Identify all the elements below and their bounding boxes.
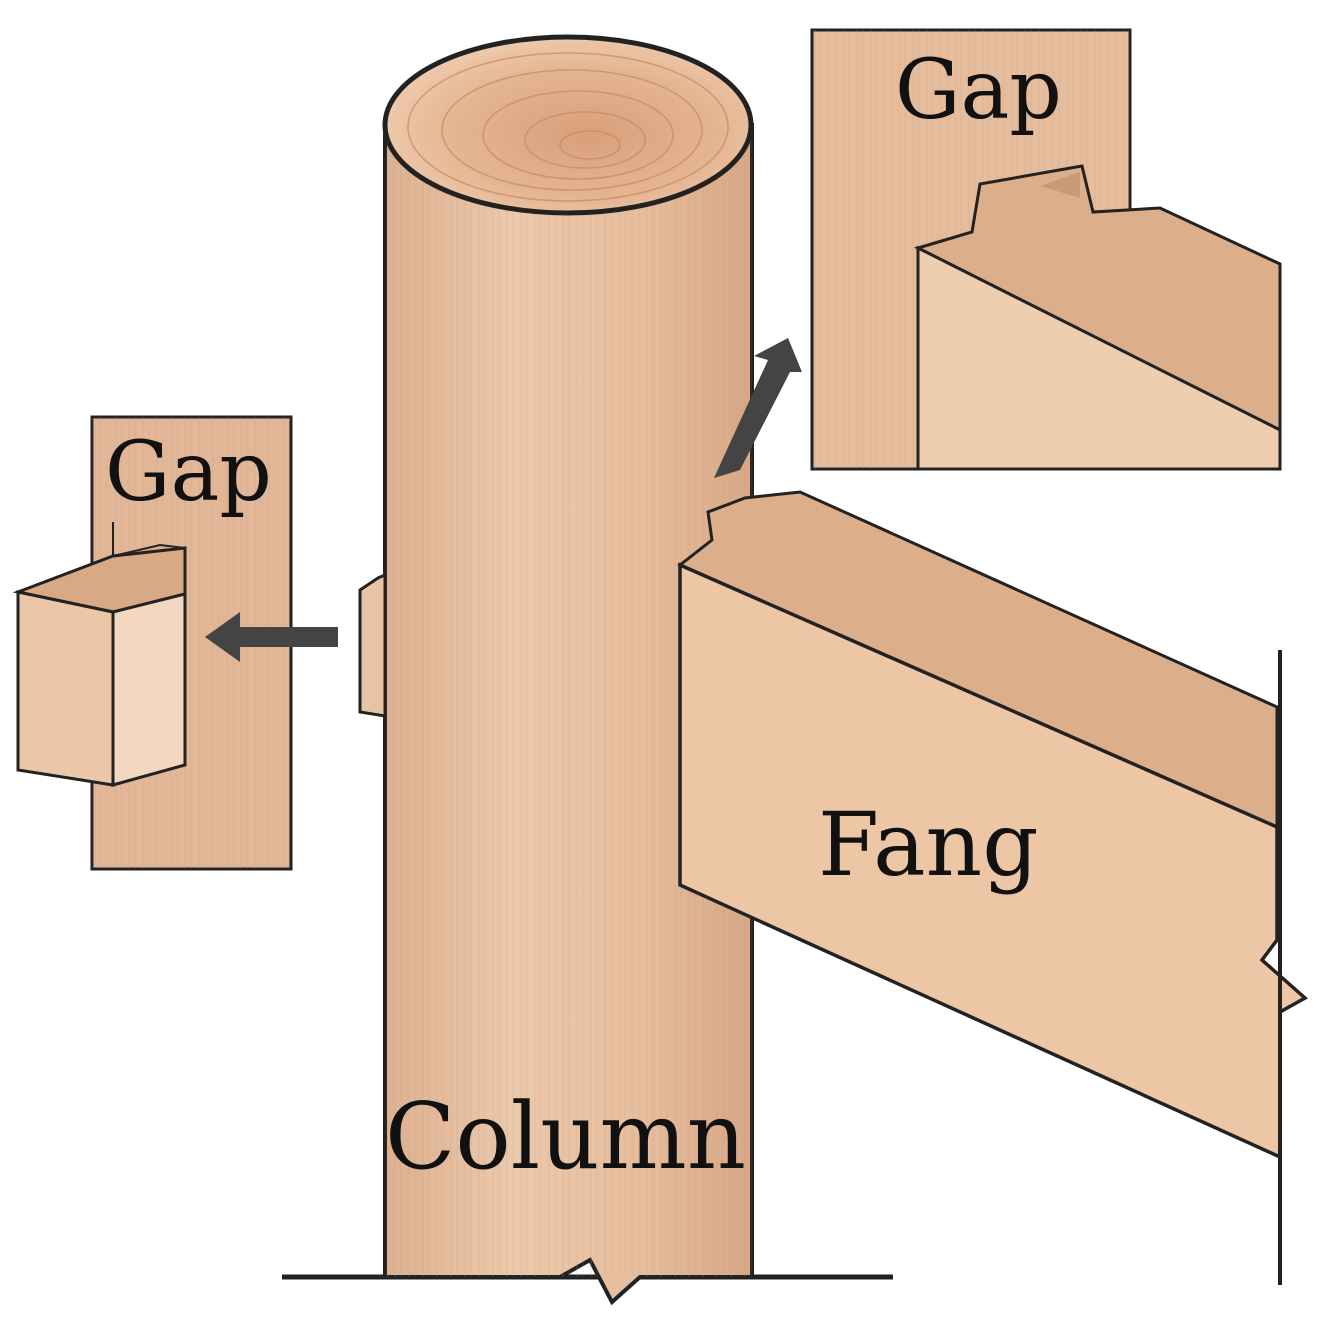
- gap-label-top: Gap: [895, 43, 1062, 138]
- tenon-stub: [358, 572, 387, 718]
- top-right-gap-inset: [810, 28, 1282, 471]
- column-top-face: [382, 34, 754, 216]
- column-label: Column: [385, 1083, 746, 1190]
- gap-label-left: Gap: [105, 425, 272, 520]
- left-arrow: [205, 612, 338, 662]
- up-arrow: [714, 338, 802, 478]
- column: [382, 34, 754, 1306]
- fang-beam: [677, 490, 1309, 1285]
- fang-label: Fang: [818, 793, 1039, 896]
